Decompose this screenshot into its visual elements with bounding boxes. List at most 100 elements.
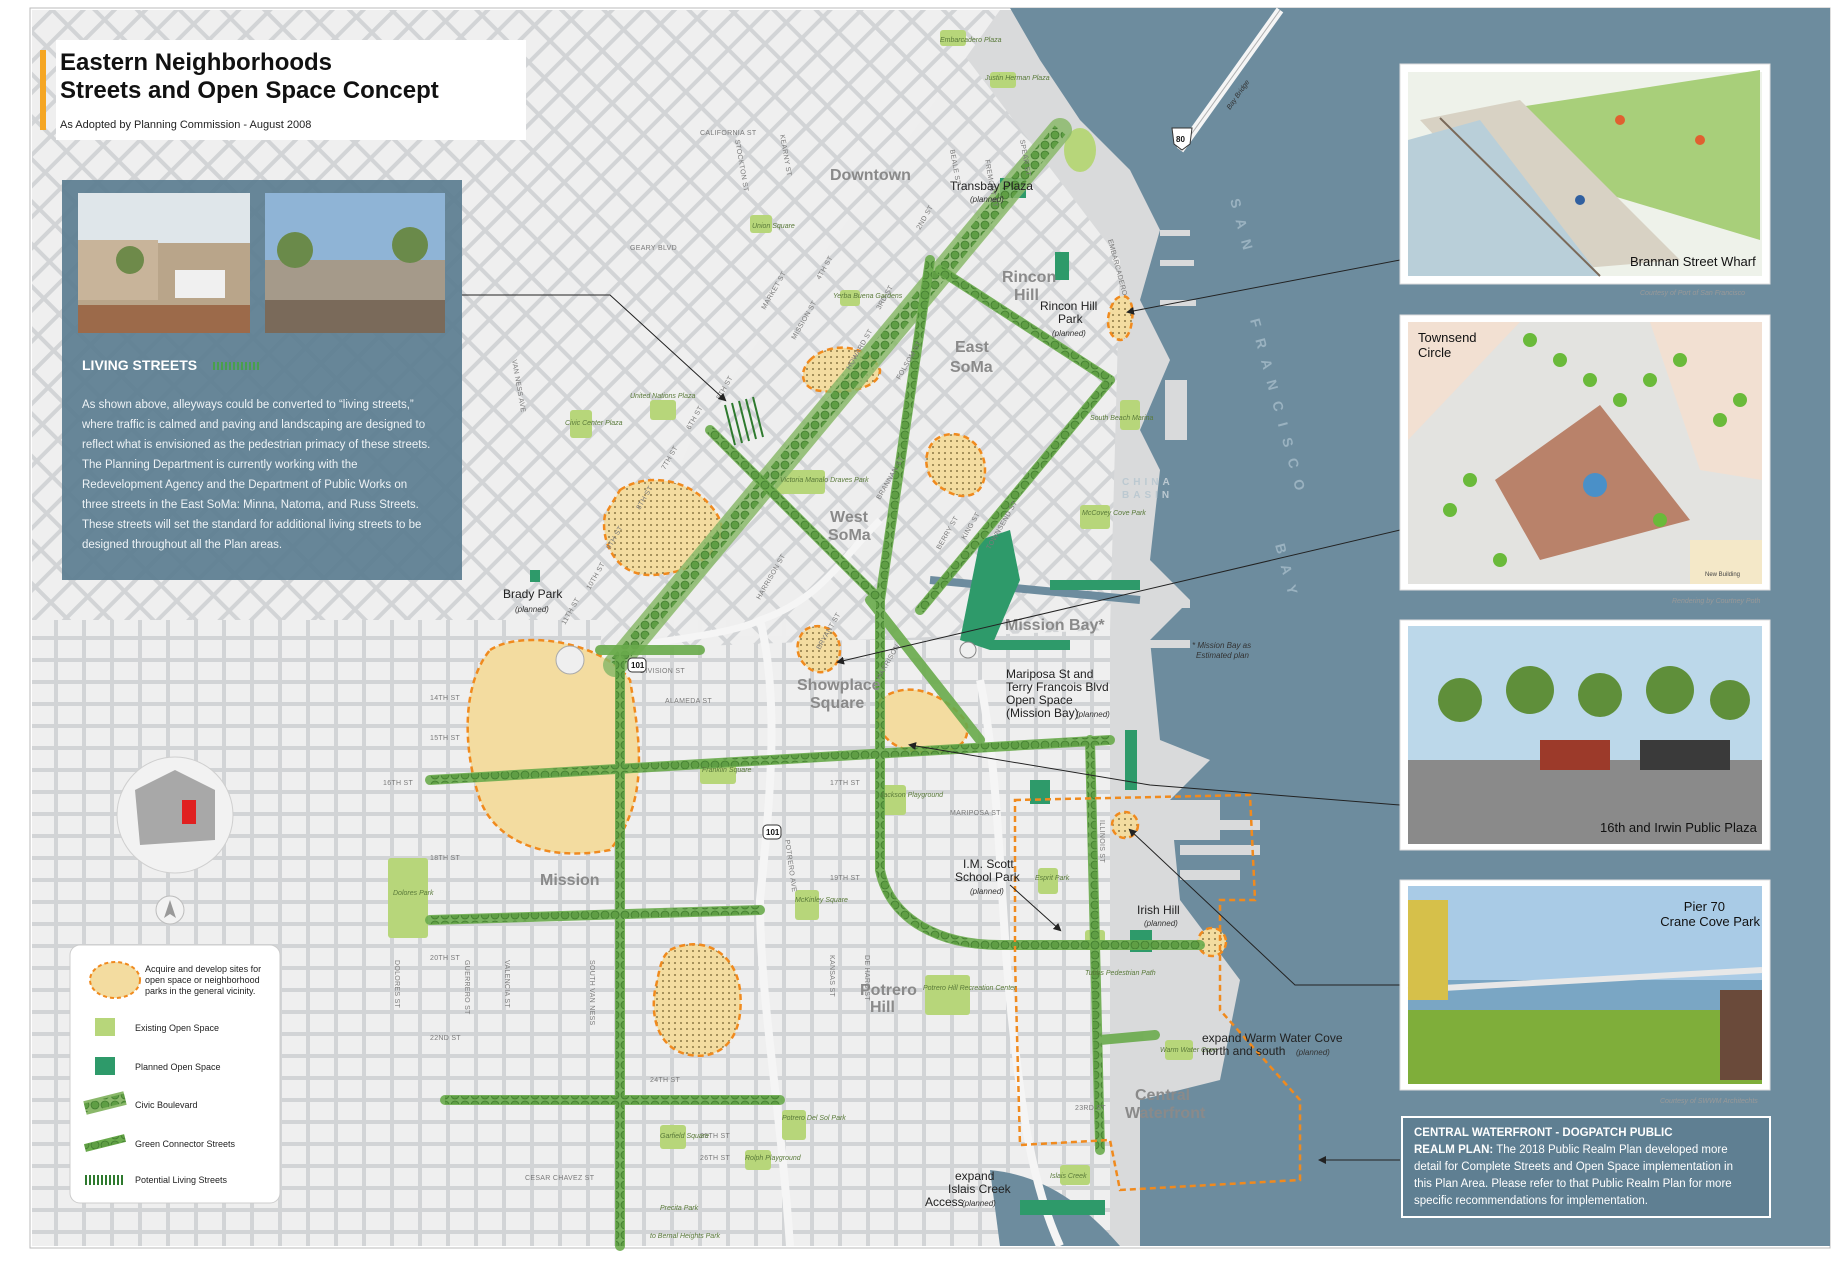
svg-text:(planned): (planned) — [1076, 710, 1110, 719]
photo-panel-crane-cove — [1399, 879, 1771, 1091]
svg-text:South Beach Marina: South Beach Marina — [1090, 415, 1154, 422]
svg-text:(planned): (planned) — [970, 195, 1004, 204]
svg-text:23RD ST: 23RD ST — [1075, 1105, 1106, 1112]
svg-text:These streets will set the sta: These streets will set the standard for … — [82, 519, 421, 531]
svg-text:expand: expand — [955, 1169, 994, 1183]
south-street-grid — [32, 620, 1110, 1246]
legend-living-swatch — [85, 1175, 123, 1185]
piers — [1150, 230, 1260, 880]
highway-101 — [755, 619, 794, 1247]
map-callouts: Transbay Plaza (planned) Rincon Hill Par… — [503, 179, 1343, 1209]
svg-text:(planned): (planned) — [1144, 919, 1178, 928]
svg-text:Access: Access — [925, 1195, 964, 1209]
living-street-photo-1 — [78, 193, 250, 333]
svg-text:(Mission Bay): (Mission Bay) — [1006, 706, 1079, 720]
photo-panel-brannan — [1399, 63, 1771, 285]
svg-text:West: West — [830, 509, 869, 526]
north-arrow-icon — [155, 895, 185, 925]
legend-existing-swatch — [95, 1018, 115, 1036]
title-line-2: Streets and Open Space Concept — [60, 77, 439, 104]
svg-text:East: East — [955, 339, 989, 356]
svg-text:15TH ST: 15TH ST — [430, 735, 461, 742]
living-streets-heading: LIVING STREETS — [82, 357, 197, 373]
svg-text:Jackson Playground: Jackson Playground — [879, 792, 944, 799]
svg-text:MARIPOSA ST: MARIPOSA ST — [950, 810, 1001, 817]
svg-text:specific recommendations for i: specific recommendations for implementat… — [1414, 1195, 1648, 1207]
svg-text:25TH ST: 25TH ST — [700, 1133, 731, 1140]
svg-text:The Planning Department is cur: The Planning Department is currently wor… — [82, 459, 358, 471]
svg-text:CENTRAL WATERFRONT - DOGPATCH: CENTRAL WATERFRONT - DOGPATCH PUBLIC — [1414, 1127, 1673, 1139]
svg-text:(planned): (planned) — [1296, 1048, 1330, 1057]
svg-text:KANSAS ST: KANSAS ST — [828, 955, 835, 997]
svg-text:McKinley Square: McKinley Square — [795, 897, 848, 904]
svg-text:* Mission Bay as: * Mission Bay as — [1192, 641, 1251, 650]
legend-civic-label: Civic Boulevard — [135, 1100, 198, 1110]
legend-connector-label: Green Connector Streets — [135, 1139, 236, 1149]
svg-text:Open Space: Open Space — [1006, 693, 1073, 707]
legend-acquire-swatch — [89, 961, 141, 999]
svg-text:Rincon: Rincon — [1002, 269, 1056, 286]
brannan-credit: Courtesy of Port of San Francisco — [1640, 290, 1745, 297]
svg-text:CESAR CHAVEZ ST: CESAR CHAVEZ ST — [525, 1175, 595, 1182]
svg-text:Tubbs Pedestrian Path: Tubbs Pedestrian Path — [1085, 970, 1156, 977]
svg-text:DE HARO ST: DE HARO ST — [863, 955, 870, 1001]
svg-text:Acquire and develop sites for: Acquire and develop sites for — [145, 964, 261, 974]
locator-map — [116, 756, 234, 874]
i80-shield-icon — [1171, 127, 1193, 151]
soma-street-grid — [600, 10, 1120, 650]
svg-text:(planned): (planned) — [962, 1199, 996, 1208]
svg-text:ILLINOIS ST: ILLINOIS ST — [1098, 820, 1105, 863]
svg-text:As shown above, alleyways coul: As shown above, alleyways could be conve… — [82, 399, 414, 411]
photo-panel-townsend — [1399, 314, 1771, 591]
svg-text:Mission Bay*: Mission Bay* — [1005, 617, 1105, 634]
svg-text:SOUTH VAN NESS: SOUTH VAN NESS — [588, 960, 595, 1026]
svg-text:Islais Creek: Islais Creek — [948, 1182, 1012, 1196]
plan-area-marker — [182, 800, 196, 824]
svg-text:Potrero: Potrero — [860, 982, 917, 999]
svg-text:open space or neighborhood: open space or neighborhood — [145, 975, 260, 985]
svg-text:REALM PLAN: The 2018 Public R: REALM PLAN: The 2018 Public Realm Plan d… — [1414, 1144, 1728, 1156]
svg-text:Mission: Mission — [540, 872, 600, 889]
svg-text:DOLORES ST: DOLORES ST — [393, 960, 400, 1009]
svg-text:(planned): (planned) — [1052, 329, 1086, 338]
svg-text:Mariposa St and: Mariposa St and — [1006, 667, 1093, 681]
svg-text:Central: Central — [1135, 1087, 1190, 1104]
svg-text:Showplace: Showplace — [797, 677, 881, 694]
living-street-photo-2 — [265, 193, 445, 333]
svg-text:Yerba Buena Gardens: Yerba Buena Gardens — [833, 293, 903, 300]
svg-text:Waterfront: Waterfront — [1125, 1105, 1206, 1122]
svg-text:this Plan Area. Please refer: this Plan Area. Please refer to that Pub… — [1414, 1178, 1732, 1190]
acquire-sites — [466, 294, 1228, 1057]
svg-text:CALIFORNIA ST: CALIFORNIA ST — [700, 130, 757, 137]
townsend-caption-2: Circle — [1418, 345, 1451, 360]
svg-text:expand Warm Water Cove: expand Warm Water Cove — [1202, 1031, 1343, 1045]
crane-caption-2: Crane Cove Park — [1660, 914, 1760, 929]
us101-shield-icon — [627, 657, 647, 673]
svg-text:detail for Complete Streets an: detail for Complete Streets and Open Spa… — [1414, 1161, 1733, 1173]
svg-text:Square: Square — [810, 695, 864, 712]
svg-text:Park: Park — [1058, 312, 1084, 326]
subtitle: As Adopted by Planning Commission - Augu… — [60, 119, 311, 131]
svg-text:20TH ST: 20TH ST — [430, 955, 461, 962]
svg-text:I.M. Scott: I.M. Scott — [963, 857, 1014, 871]
svg-text:Franklin Square: Franklin Square — [702, 767, 752, 774]
svg-text:18TH ST: 18TH ST — [430, 855, 461, 862]
legend-planned-label: Planned Open Space — [135, 1062, 221, 1072]
townsend-new-building: New Building — [1705, 572, 1740, 578]
townsend-caption-1: Townsend — [1418, 330, 1477, 345]
svg-text:CHINA: CHINA — [1122, 477, 1174, 488]
svg-text:School Park: School Park — [955, 870, 1021, 884]
svg-text:Downtown: Downtown — [830, 167, 911, 184]
brannan-caption: Brannan Street Wharf — [1630, 254, 1756, 269]
title-block — [56, 40, 526, 140]
svg-text:where traffic is calmed and pa: where traffic is calmed and paving and l… — [81, 419, 425, 431]
svg-text:Estimated plan: Estimated plan — [1196, 651, 1249, 660]
svg-text:GEARY BLVD: GEARY BLVD — [630, 245, 677, 252]
svg-text:19TH ST: 19TH ST — [830, 875, 861, 882]
living-streets-hatch — [724, 396, 764, 446]
svg-text:Hill: Hill — [870, 999, 895, 1016]
svg-text:24TH ST: 24TH ST — [650, 1077, 681, 1084]
svg-text:United Nations Plaza: United Nations Plaza — [630, 393, 695, 400]
highway-280 — [976, 679, 1064, 1248]
svg-text:designed throughout all the Pl: designed throughout all the Plan areas. — [82, 539, 282, 551]
